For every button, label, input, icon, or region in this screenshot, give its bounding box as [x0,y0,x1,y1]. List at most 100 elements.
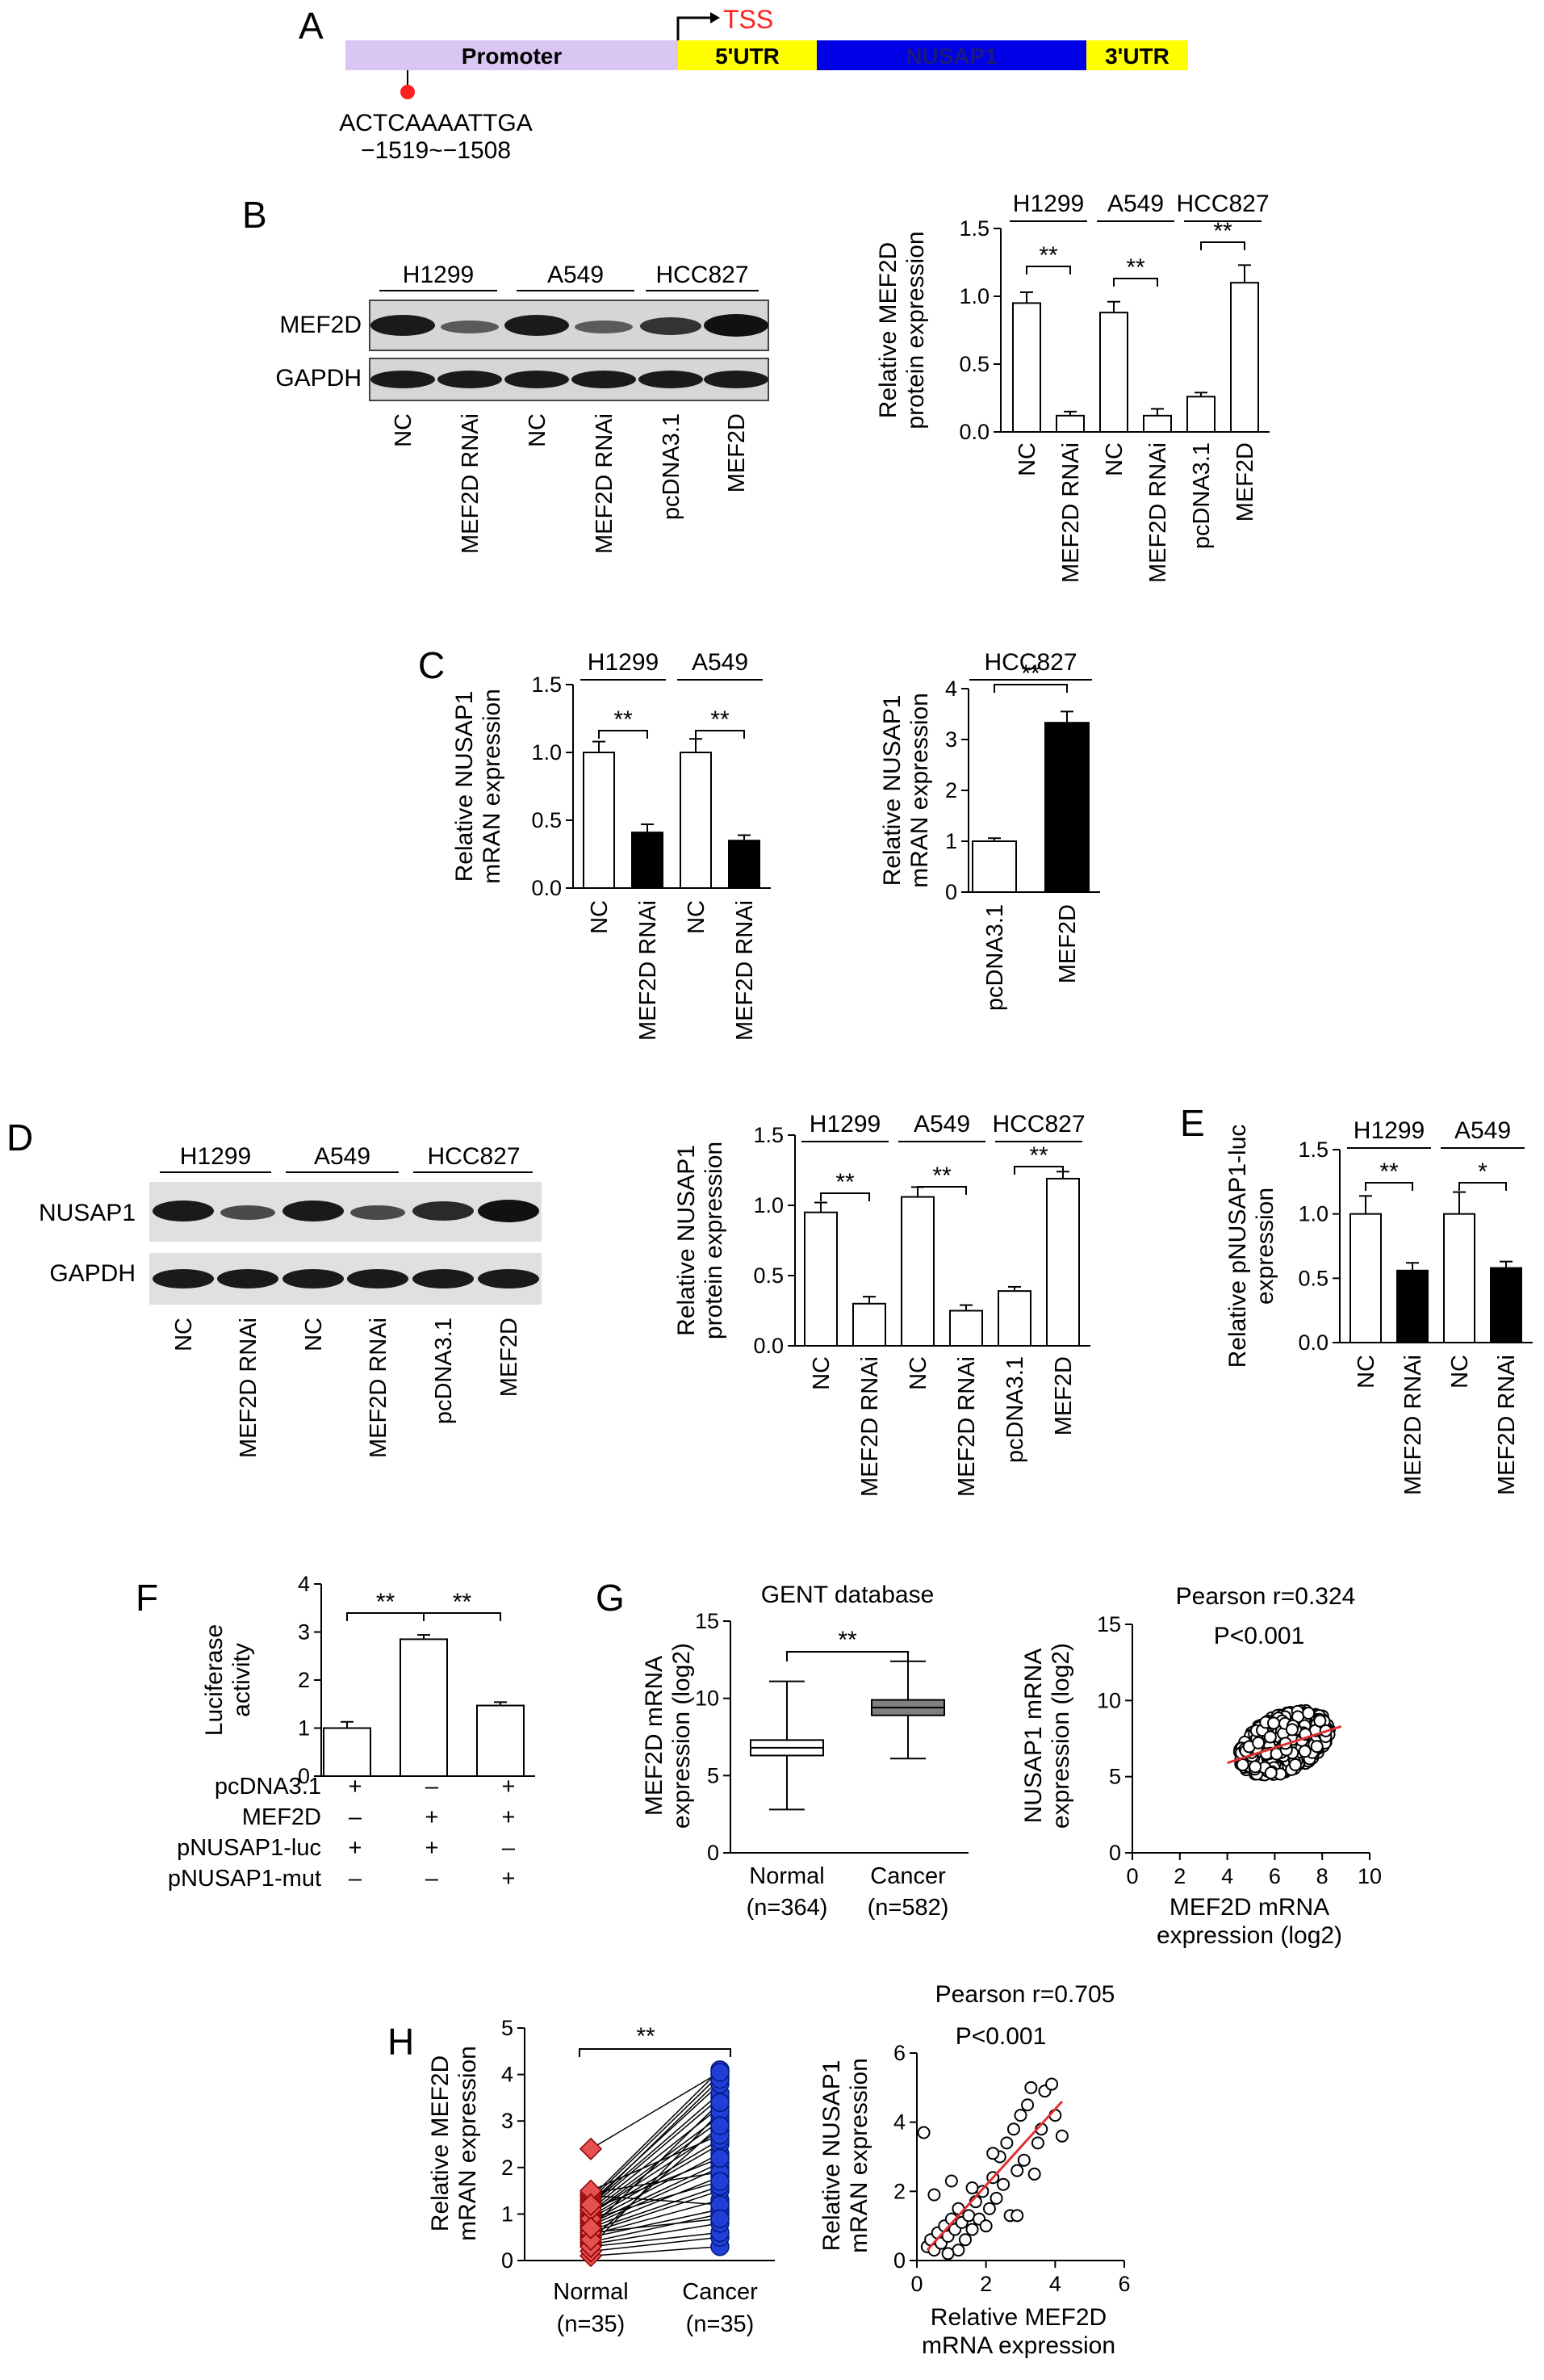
x-tick-label: 0 [910,2272,923,2296]
pair-line [590,2152,721,2222]
category-label: NC [587,900,613,934]
group-label: A549 [1454,1117,1511,1144]
y-axis-label: Relative NUSAP1mRAN expression [879,693,933,888]
bar [1186,396,1216,434]
category-label: MEF2D [1051,1356,1077,1435]
y-axis-label: Relative MEF2DmRAN expression [427,2046,481,2241]
category-label: Cancer [870,1863,946,1889]
pair-line [590,2245,721,2256]
category-label: Normal [749,1863,824,1889]
y-tick-label: 1 [501,2202,513,2226]
panel-letter-h: H [387,2021,414,2063]
y-tick-label: 5 [707,1763,719,1787]
category-label: NC [1015,442,1040,476]
y-tick-label: 1.0 [531,740,562,765]
data-point [982,2202,996,2215]
category-label: MEF2D RNAi [1400,1355,1426,1495]
y-tick-label: 0 [1109,1841,1121,1865]
y-tick-label: 3 [501,2109,513,2133]
pair-line [590,2106,721,2210]
data-point [1263,1730,1277,1744]
blot-band [347,1269,408,1288]
blot-band [220,1205,275,1220]
y-tick-label: 0.0 [531,876,562,900]
panel-letter-c: C [418,644,445,686]
y-tick-label: 1.0 [1298,1202,1329,1226]
bar [1230,282,1259,434]
pair-line [590,2189,721,2234]
blot-band [504,315,569,336]
y-tick-label: 5 [501,2016,513,2040]
bar [1099,312,1128,433]
pair-line [590,2078,721,2206]
y-tick-label: 5 [1109,1765,1121,1789]
data-point [1024,2080,1038,2094]
category-n: (n=582) [868,1895,949,1921]
significance-label: ** [1126,254,1145,281]
chart-title: Pearson r=0.324 [1176,1583,1356,1610]
blot-band [370,371,435,388]
significance-label: * [1478,1159,1488,1185]
blot-d-group-label: A549 [314,1143,370,1170]
data-point [1017,2153,1031,2167]
significance-bracket [820,1192,870,1201]
y-tick-label: 0.5 [959,352,990,376]
significance-label: ** [636,2023,655,2050]
category-n: (n=35) [686,2311,755,2337]
gene-region [817,40,1086,70]
bar [852,1302,886,1347]
data-point [941,2247,955,2261]
pair-line [590,2072,721,2150]
y-tick-label: 2 [893,2179,906,2203]
blot-d-lane-label: pcDNA3.1 [431,1318,457,1424]
promoter-label: Promoter [462,44,563,69]
x-tick-label: 4 [1049,2272,1061,2296]
y-axis-label: Relative pNUSAP1-lucexpression [1224,1125,1278,1368]
x-tick-label: 0 [1126,1864,1138,1888]
normal-point [579,2193,603,2216]
y-tick-label: 2 [501,2156,513,2180]
category-label: NC [1102,442,1128,476]
blot-band [478,1200,539,1222]
blot-band [412,1269,474,1288]
data-point [1310,1740,1324,1754]
pair-line [590,2115,721,2213]
data-point [1236,1758,1249,1771]
category-label: NC [1354,1355,1379,1389]
y-tick-label: 0.0 [959,420,990,444]
data-point [965,2223,979,2236]
tss-arrowhead [710,12,720,23]
pair-line [590,2139,721,2217]
blot-d-lane-label: MEF2D RNAi [236,1318,262,1458]
condition-table-f: pcDNA3.1 + – + MEF2D – + + pNUSAP1-luc +… [168,1774,516,1892]
bar [1490,1267,1522,1343]
data-point [986,2147,1000,2160]
bar [1349,1213,1382,1343]
significance-bracket [917,1186,967,1195]
data-point [1298,1745,1312,1758]
panel-letter-f: F [136,1577,158,1619]
significance-bracket [579,2048,731,2057]
data-point [979,2219,993,2233]
significance-label: ** [838,1627,857,1653]
data-point [927,2188,941,2202]
blot-d-lane-label: MEF2D RNAi [366,1318,391,1458]
condition-sign: – [349,1866,362,1892]
data-point [1252,1736,1266,1749]
condition-name: MEF2D [242,1804,321,1830]
pair-line [590,2069,721,2198]
category-label: MEF2D [1055,904,1081,983]
data-point [1055,2129,1069,2143]
data-point [1011,2164,1024,2177]
pair-line [590,2120,721,2215]
condition-sign: – [425,1774,439,1800]
blot-b-lane-label: MEF2D [724,413,750,492]
bar [631,832,663,889]
blot-b-group-label: HCC827 [655,262,748,288]
x-tick-label: 8 [1316,1864,1329,1888]
data-point [917,2126,931,2139]
y-axis-label: Relative NUSAP1mRAN expression [451,689,505,884]
utr5-label: 5'UTR [715,44,780,69]
